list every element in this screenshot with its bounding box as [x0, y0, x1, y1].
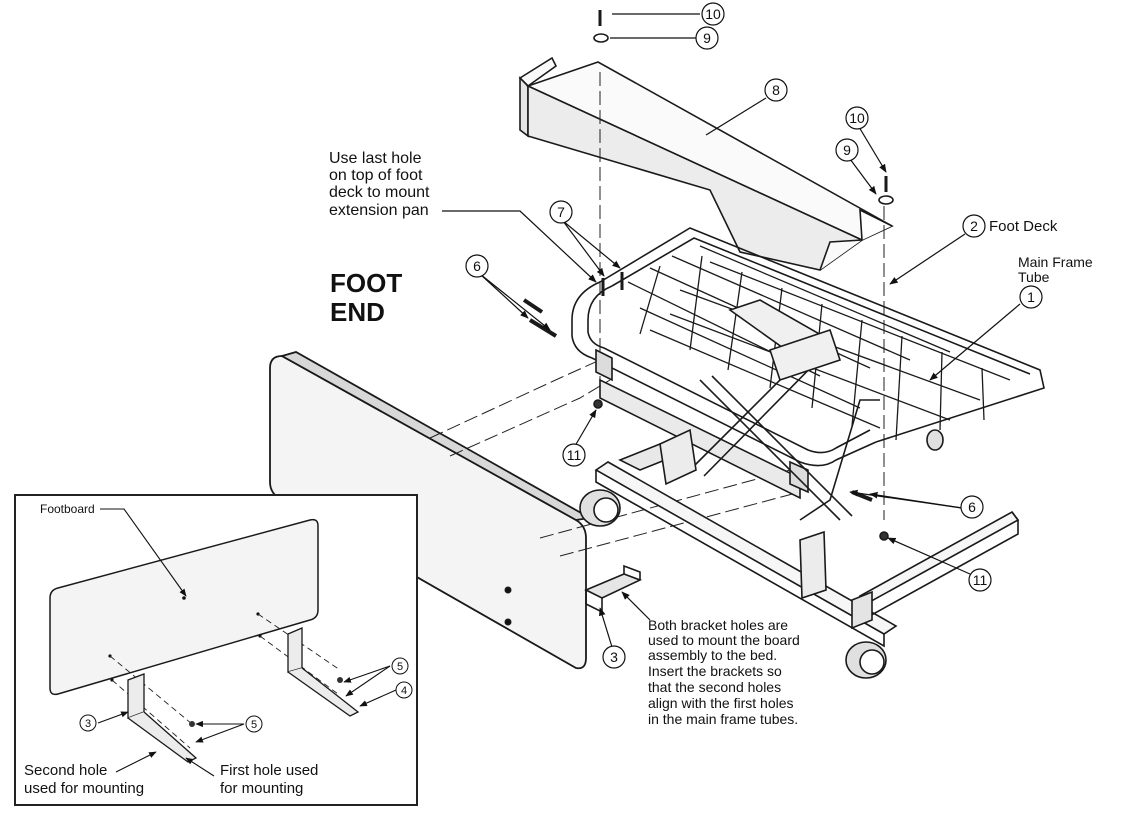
part-number-6-right: 6: [968, 499, 976, 515]
last-hole-line-1: Use last hole: [329, 150, 422, 167]
bed-frame: [522, 10, 1045, 679]
part-number-3: 3: [610, 649, 618, 665]
part-number-2: 2: [970, 218, 978, 234]
bracket-note-line-4: Insert the brackets so: [648, 663, 782, 679]
part-number-10-right: 10: [849, 110, 865, 126]
inset-part-number-5-left: 5: [251, 719, 257, 731]
bracket-note-line-5: that the second holes: [648, 679, 781, 695]
first-hole-line-2: for mounting: [220, 780, 303, 797]
part-number-11-right: 11: [973, 572, 988, 588]
second-hole-line-1: Second hole: [24, 762, 107, 779]
inset-footboard-label: Footboard: [40, 502, 95, 516]
inset-part-number-5-right: 5: [397, 661, 403, 673]
part-number-7: 7: [557, 204, 565, 220]
part-number-6-left: 6: [473, 258, 481, 274]
part-number-circles: [465, 2, 1043, 669]
inset-detail: 3 5 5 4 Footboard Second hole used for m…: [14, 494, 418, 806]
main-frame-tube-line-1: Main Frame: [1018, 254, 1093, 270]
bracket-note-callout: Both bracket holes are used to mount the…: [648, 617, 800, 727]
last-hole-line-2: on top of foot: [329, 167, 423, 184]
inset-part-number-4: 4: [401, 685, 407, 697]
part-number-1: 1: [1027, 289, 1035, 305]
bracket-note-line-1: Both bracket holes are: [648, 617, 788, 633]
bracket-note-line-3: assembly to the bed.: [648, 647, 777, 663]
main-frame-tube-line-2: Tube: [1018, 269, 1050, 285]
part-number-9-right: 9: [843, 142, 851, 158]
bracket-note-line-2: used to mount the board: [648, 632, 800, 648]
second-hole-line-2: used for mounting: [24, 780, 144, 797]
bracket-note-line-7: in the main frame tubes.: [648, 711, 798, 727]
part-number-11-left: 11: [567, 447, 582, 463]
last-hole-line-3: deck to mount: [329, 184, 430, 201]
title-line-2: END: [330, 297, 385, 327]
bracket-note-line-6: align with the first holes: [648, 695, 794, 711]
last-hole-line-4: extension pan: [329, 202, 429, 219]
title-line-1: FOOT: [330, 268, 402, 298]
foot-deck-label: Foot Deck: [989, 218, 1058, 235]
part-number-labels: 10 9 8 10 9 7 6 2 1 11 6 11 3: [473, 6, 1035, 665]
part-number-9-top: 9: [703, 30, 711, 46]
part-number-10-top: 10: [705, 6, 721, 22]
inset-part-number-3: 3: [85, 718, 91, 730]
extension-pan: [518, 56, 894, 271]
foot-end-title: FOOT END: [330, 268, 402, 327]
first-hole-line-1: First hole used: [220, 762, 318, 779]
last-hole-callout: Use last hole on top of foot deck to mou…: [329, 150, 430, 219]
main-frame-tube-callout: Main Frame Tube: [1018, 254, 1093, 285]
leader-lines: [442, 13, 1021, 648]
part-number-8: 8: [772, 82, 780, 98]
